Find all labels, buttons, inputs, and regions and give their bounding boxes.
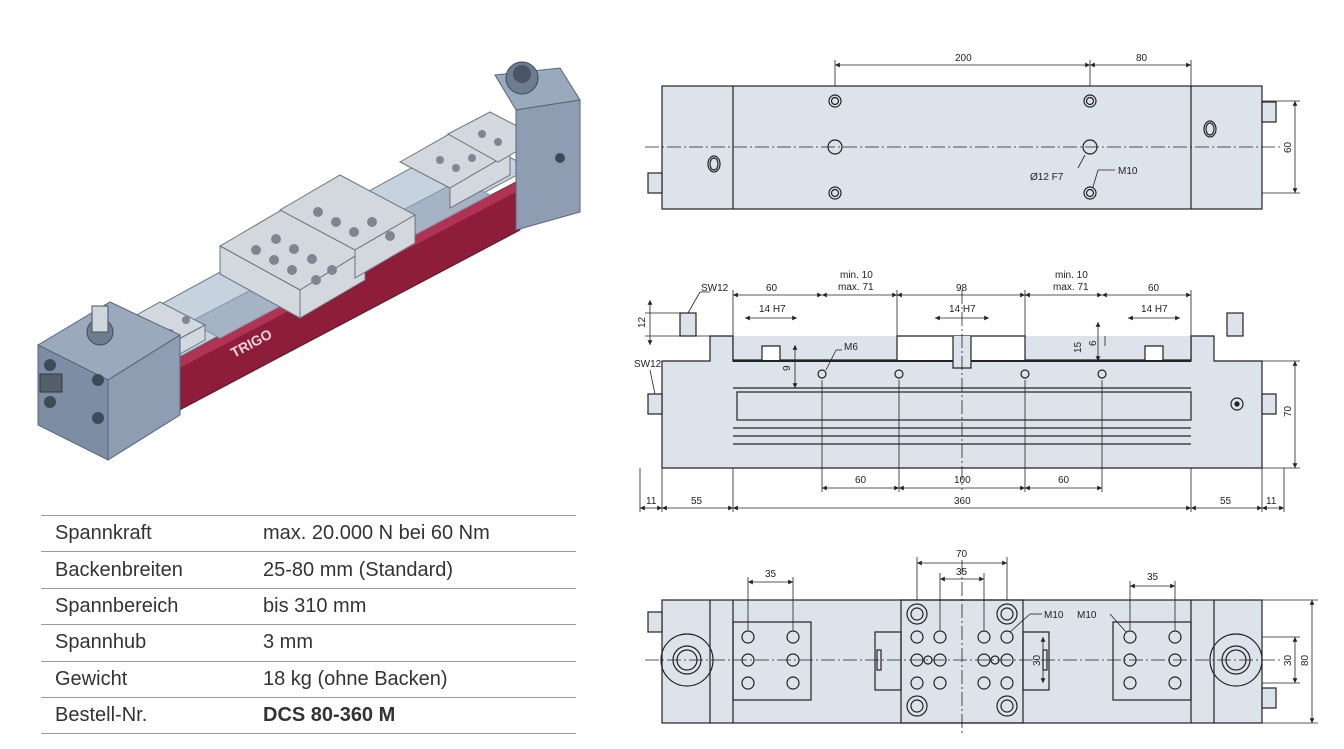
dim-top-60: 60 [1283,141,1294,153]
spec-row-backenbreiten: Backenbreiten 25-80 mm (Standard) [41,551,576,589]
dim-front-fit-mid: 14 H7 [949,304,976,315]
drawing-front-view [639,290,1300,512]
dim-front-11-left: 11 [646,496,657,507]
spec-row-spannkraft: Spannkraft max. 20.000 N bei 60 Nm [41,514,576,552]
dim-bottom-35-right: 35 [1147,572,1159,583]
drawing-top-view [645,60,1300,210]
spec-table: Spannkraft max. 20.000 N bei 60 Nm Backe… [41,514,576,735]
dim-front-12: 12 [637,316,648,328]
dim-bottom-m10-a: M10 [1044,610,1064,621]
dim-front-11-right: 11 [1266,496,1277,507]
dim-front-55-right: 55 [1220,496,1232,507]
spec-row-spannhub: Spannhub 3 mm [41,624,576,662]
dim-front-9: 9 [782,365,793,371]
dim-bottom-30-right: 30 [1283,654,1294,666]
dim-front-98: 98 [956,283,968,294]
spec-value: 3 mm [249,624,576,662]
dim-front-bottom-100: 100 [954,475,971,486]
dim-front-min-right: min. 10 [1055,270,1088,281]
spec-label: Spannhub [41,624,249,662]
spec-label: Bestell-Nr. [41,696,249,735]
dim-front-min-left: min. 10 [840,270,873,281]
dim-front-max-right: max. 71 [1053,282,1089,293]
dim-bottom-35-mid: 35 [956,567,968,578]
dim-top-200: 200 [955,53,972,64]
spec-value: max. 20.000 N bei 60 Nm [249,514,576,552]
dim-bottom-30-mid: 30 [1032,654,1043,666]
dim-bottom-70: 70 [956,549,968,560]
spec-value: bis 310 mm [249,587,576,625]
spec-row-gewicht: Gewicht 18 kg (ohne Backen) [41,660,576,698]
dim-front-bottom-60-left: 60 [855,475,867,486]
dim-front-sw-side: SW12 [634,359,662,370]
dim-front-bottom-60-right: 60 [1058,475,1070,486]
spec-row-bestell-nr: Bestell-Nr. DCS 80-360 M [41,696,576,735]
dim-top-thread: M10 [1118,166,1138,177]
dim-front-70: 70 [1283,405,1294,417]
spec-row-spannbereich: Spannbereich bis 310 mm [41,587,576,625]
technical-drawing: 200 80 60 Ø12 F7 M10 [634,53,1318,735]
dim-front-55-left: 55 [691,496,703,507]
dim-front-6: 6 [1088,340,1099,346]
dim-front-fit-left: 14 H7 [759,304,786,315]
dim-bottom-35-left: 35 [765,569,777,580]
product-render: TRIGO [36,61,581,461]
vise-body: TRIGO [36,61,581,461]
dim-bottom-80: 80 [1300,654,1311,666]
dim-front-max-left: max. 71 [838,282,874,293]
drawing-bottom-view [645,557,1318,735]
dim-front-60-left: 60 [766,283,778,294]
spec-label: Backenbreiten [41,551,249,589]
spec-label: Spannbereich [41,587,249,625]
spec-label: Gewicht [41,660,249,698]
dim-front-sw-top: SW12 [701,283,729,294]
spec-value: 18 kg (ohne Backen) [249,660,576,698]
dim-top-bore: Ø12 F7 [1030,172,1064,183]
dim-front-m6: M6 [844,342,858,353]
dim-bottom-m10-b: M10 [1077,610,1097,621]
spec-label: Spannkraft [41,514,249,552]
dim-front-60-right: 60 [1148,283,1160,294]
order-number: DCS 80-360 M [249,696,576,735]
spec-value: 25-80 mm (Standard) [249,551,576,589]
dim-front-15: 15 [1073,341,1084,353]
dim-front-360: 360 [954,496,971,507]
dim-front-fit-right: 14 H7 [1141,304,1168,315]
dim-top-80: 80 [1136,53,1148,64]
